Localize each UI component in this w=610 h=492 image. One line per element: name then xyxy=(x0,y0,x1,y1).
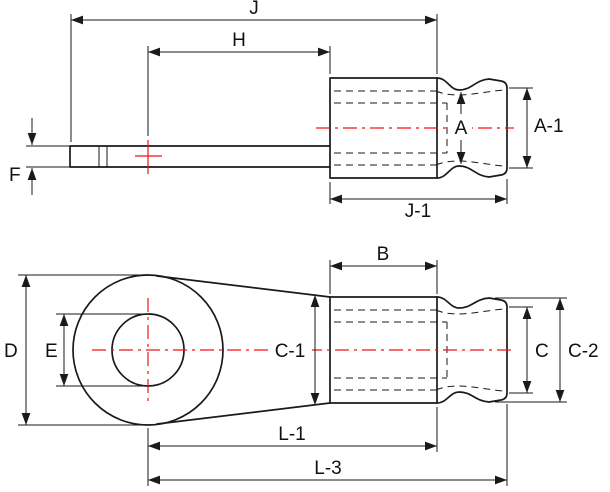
dim-label-B: B xyxy=(377,244,390,265)
dim-label-D: D xyxy=(4,341,18,362)
bottom-view: B D E C-1 C C-2 xyxy=(4,244,599,486)
dim-label-J: J xyxy=(249,0,259,19)
blade-center-cross xyxy=(135,140,162,174)
dim-L-3: L-3 xyxy=(148,404,508,486)
dim-C-2: C-2 xyxy=(495,297,599,403)
dim-label-C-1: C-1 xyxy=(275,341,306,362)
dim-L-1: L-1 xyxy=(148,407,438,452)
dim-D: D xyxy=(4,274,145,426)
dim-label-L-1: L-1 xyxy=(278,424,305,445)
barrel-hidden-lines-side xyxy=(334,89,504,167)
dim-H: H xyxy=(147,30,331,136)
dim-label-L-3: L-3 xyxy=(314,458,341,479)
dim-label-C: C xyxy=(535,341,549,362)
dim-A-1: A-1 xyxy=(509,87,564,169)
dim-B: B xyxy=(329,244,438,294)
blade-serrations xyxy=(98,146,108,167)
dim-C-1: C-1 xyxy=(268,295,320,405)
ring-taper-lines xyxy=(156,275,331,425)
dim-J-1: J-1 xyxy=(329,179,508,222)
dim-E: E xyxy=(45,313,146,387)
dim-label-H: H xyxy=(232,30,246,51)
ring-outer-circle xyxy=(72,274,224,426)
dim-label-F: F xyxy=(9,165,21,186)
dim-C: C xyxy=(509,306,549,394)
top-view: J H F A A-1 J xyxy=(9,0,564,222)
dim-J: J xyxy=(70,0,438,142)
dim-label-E: E xyxy=(45,341,58,362)
dim-label-C-2: C-2 xyxy=(568,341,599,362)
dim-label-A: A xyxy=(455,118,468,139)
dim-F: F xyxy=(9,118,70,195)
blade-outline xyxy=(69,145,331,168)
dim-label-J-1: J-1 xyxy=(405,201,431,222)
dim-A: A xyxy=(450,92,472,164)
dim-label-A-1: A-1 xyxy=(534,116,564,137)
